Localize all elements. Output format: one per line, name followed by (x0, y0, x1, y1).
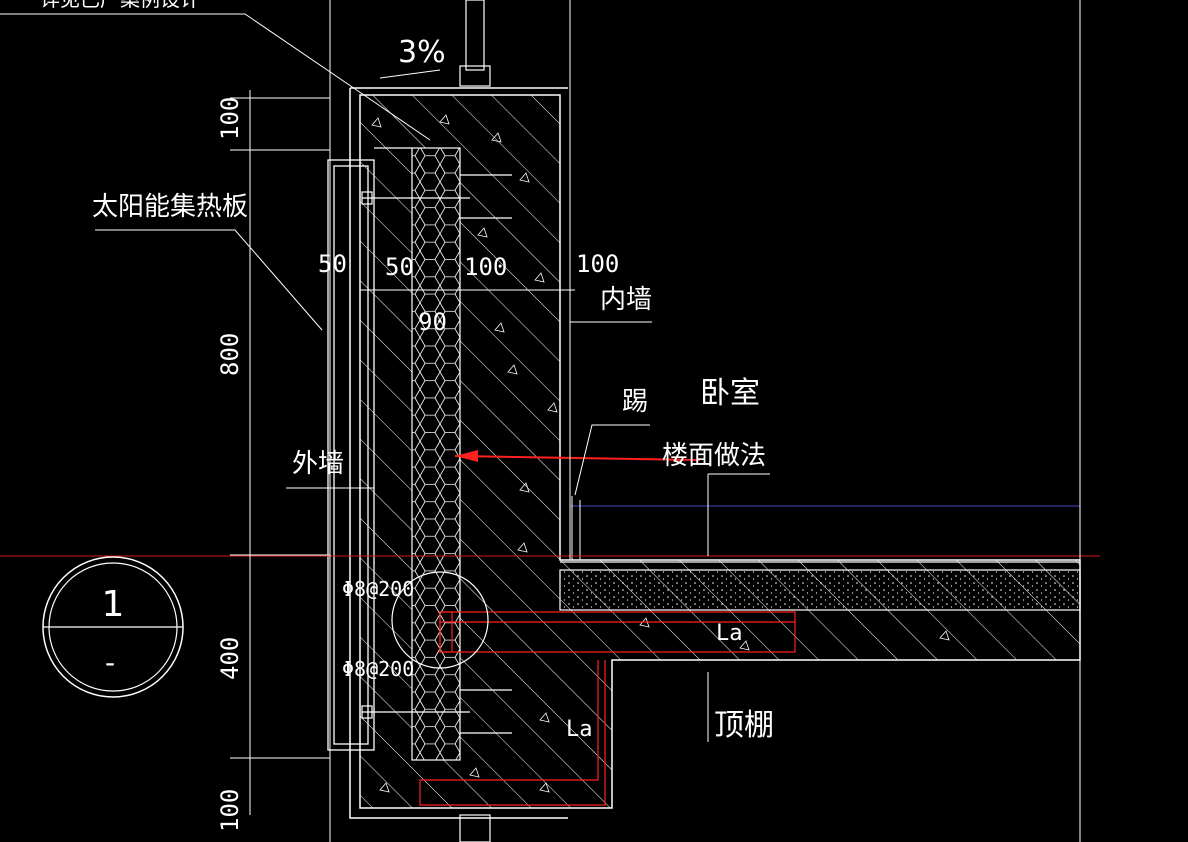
ceiling-label: 顶棚 (714, 708, 774, 743)
dim-50-a: 50 (318, 250, 347, 278)
rebar-lines (419, 611, 796, 806)
skirting-label: 踢 (622, 387, 648, 417)
insulation-layer (411, 147, 461, 761)
outer-wall-label: 外墙 (292, 449, 344, 479)
inner-wall-label: 内墙 (600, 285, 652, 315)
top-note: 详见已产案例设计 (40, 0, 200, 11)
rebar-label-lower: Φ8@200 (342, 657, 414, 681)
dim-top-100: 100 (216, 97, 244, 140)
anchor-bolts (361, 174, 512, 734)
dim-400: 400 (216, 637, 244, 680)
solar-panel-label: 太阳能集热板 (92, 192, 248, 222)
detail-callout-circle (391, 571, 489, 669)
anchorage-beam-label: La (716, 621, 743, 646)
dim-100-b: 100 (576, 250, 619, 278)
slope-label: 3% (398, 35, 446, 70)
floor-finish (559, 496, 1081, 611)
dim-90: 90 (418, 308, 447, 336)
dim-50-b: 50 (385, 253, 414, 281)
leader-arrow (454, 455, 701, 461)
dim-bottom-100: 100 (216, 789, 244, 832)
anchorage-wall-label: La (566, 717, 593, 742)
detail-sheet: - (105, 646, 115, 679)
solar-collector-panel (327, 147, 412, 751)
reference-lines (0, 0, 1081, 842)
window-frame (459, 0, 491, 842)
dim-800: 800 (216, 333, 244, 376)
detail-marker: 1 - (42, 556, 184, 698)
dim-100-a: 100 (464, 253, 507, 281)
floor-method-label: 楼面做法 (662, 441, 766, 471)
rebar-label-upper: Φ8@200 (342, 577, 414, 601)
detail-number: 1 (102, 584, 125, 625)
concrete-wall (349, 87, 1081, 819)
bedroom-label: 卧室 (700, 376, 760, 411)
